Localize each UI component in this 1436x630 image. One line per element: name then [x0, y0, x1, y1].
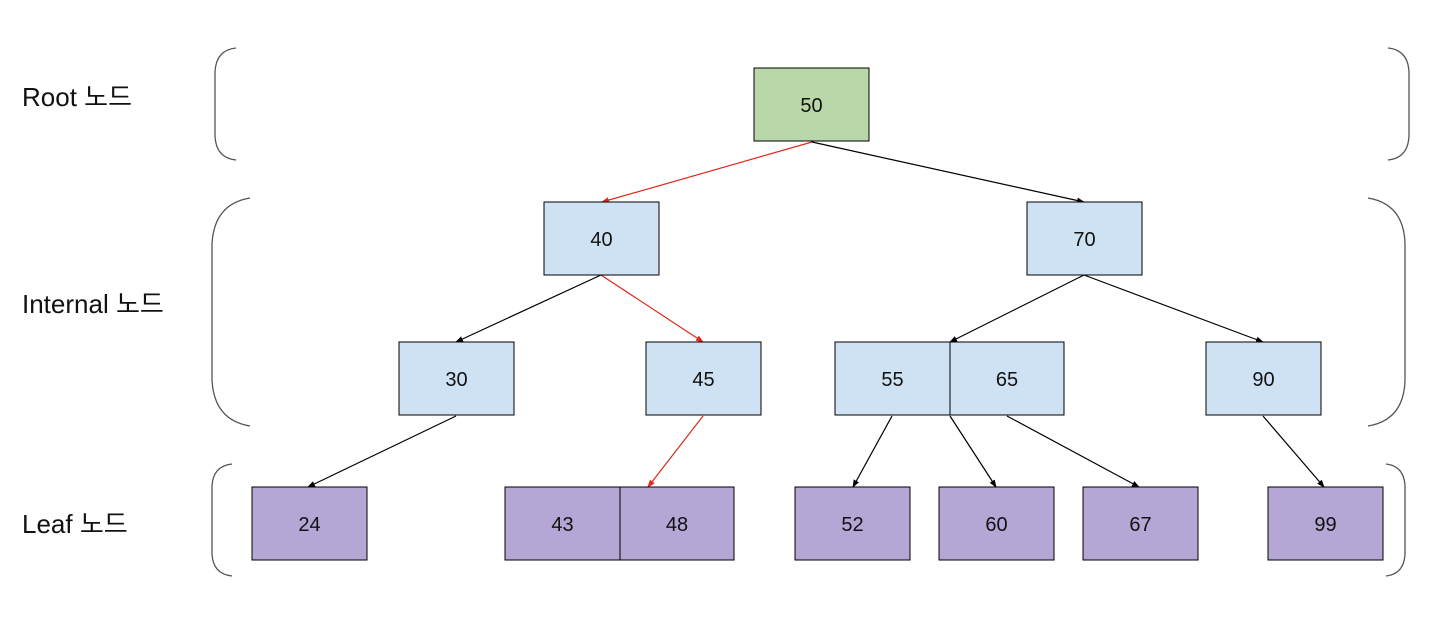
node-60-label: 60 — [985, 514, 1007, 536]
edge-90-99 — [1262, 415, 1325, 488]
root-left-brace — [214, 47, 237, 161]
edge-40-30 — [455, 274, 602, 343]
edge-70-5565 — [949, 274, 1085, 343]
node-30: 30 — [398, 341, 515, 416]
node-52: 52 — [794, 486, 911, 561]
internal-level-label: Internal 노드 — [22, 289, 164, 319]
edge-65-67 — [1006, 415, 1140, 488]
node-43-48: 43 48 — [504, 486, 735, 561]
node-48-label: 48 — [666, 514, 688, 536]
node-30-label: 30 — [445, 369, 467, 391]
node-90-label: 90 — [1252, 369, 1274, 391]
node-40: 40 — [543, 201, 660, 276]
leaf-left-brace — [211, 463, 233, 577]
edge-5565-60 — [949, 415, 997, 488]
node-45: 45 — [645, 341, 762, 416]
edge-45-4348 — [647, 415, 704, 488]
node-43-cell — [504, 486, 621, 561]
node-70: 70 — [1026, 201, 1143, 276]
edge-30-24 — [307, 415, 457, 488]
node-55-cell — [834, 341, 951, 416]
node-48-cell — [619, 486, 735, 561]
edge-50-70 — [811, 141, 1085, 204]
node-40-label: 40 — [590, 229, 612, 251]
node-60: 60 — [938, 486, 1055, 561]
node-90: 90 — [1205, 341, 1322, 416]
leaf-right-brace — [1385, 463, 1406, 577]
node-67: 67 — [1082, 486, 1199, 561]
node-65-label: 65 — [996, 369, 1018, 391]
node-55-65: 55 65 — [834, 341, 1065, 416]
node-67-label: 67 — [1129, 514, 1151, 536]
node-24-label: 24 — [298, 514, 320, 536]
node-99: 99 — [1267, 486, 1384, 561]
node-24: 24 — [251, 486, 368, 561]
node-55-label: 55 — [881, 369, 903, 391]
node-70-label: 70 — [1073, 229, 1095, 251]
edge-70-90 — [1083, 274, 1264, 343]
node-99-label: 99 — [1314, 514, 1336, 536]
root-right-brace — [1387, 47, 1410, 161]
node-45-label: 45 — [692, 369, 714, 391]
internal-left-brace — [211, 197, 251, 427]
leaf-level-label: Leaf 노드 — [22, 509, 128, 539]
node-50: 50 — [753, 67, 870, 142]
node-50-label: 50 — [800, 95, 822, 117]
edge-40-45 — [600, 274, 704, 343]
edge-50-40 — [601, 141, 813, 203]
edge-55-52 — [852, 415, 893, 488]
internal-right-brace — [1367, 197, 1406, 427]
node-52-label: 52 — [841, 514, 863, 536]
node-43-label: 43 — [551, 514, 573, 536]
node-65-cell — [949, 341, 1065, 416]
root-level-label: Root 노드 — [22, 82, 132, 112]
